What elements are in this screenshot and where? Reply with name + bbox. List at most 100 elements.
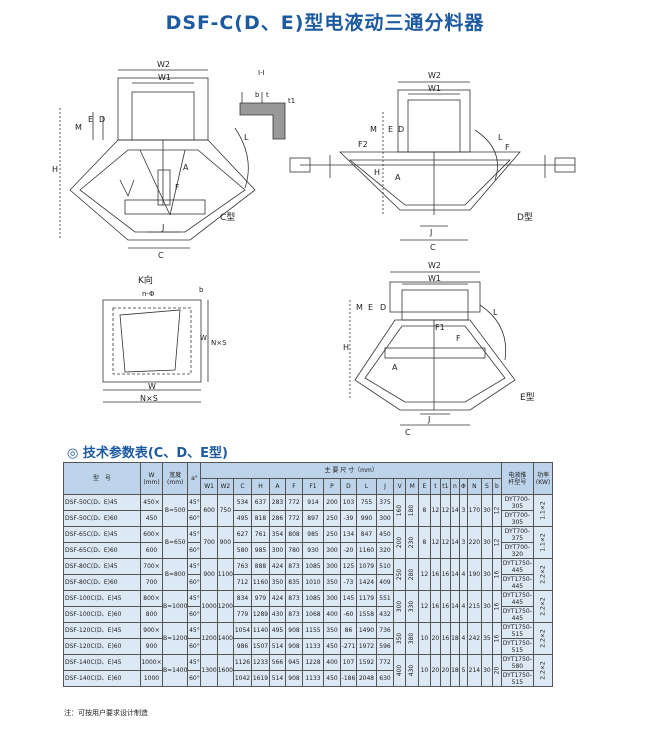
cell-nn: 242	[466, 622, 482, 655]
cell-p: 350	[322, 622, 341, 639]
cell-w: 800×	[140, 590, 163, 607]
cell-h: 1140	[250, 622, 270, 639]
header-col-20: b	[491, 478, 502, 495]
cell-angle: 45°	[187, 526, 202, 543]
cell-b-text: 12	[493, 506, 501, 515]
cell-w1: 1300	[200, 654, 218, 687]
cell-a: 430	[268, 606, 286, 623]
cell-f: 908	[284, 622, 303, 639]
e-dim-m: M	[356, 303, 363, 312]
cell-f: 780	[284, 542, 303, 559]
cell-width: B=1200	[161, 622, 189, 655]
cell-p: 450	[322, 638, 341, 655]
cell-t: 16	[429, 590, 441, 623]
cell-f1: 897	[301, 510, 324, 527]
cell-p: 300	[322, 558, 341, 575]
cell-v-text: 160	[396, 504, 404, 517]
header-w-unit: (mm)	[143, 478, 160, 486]
header-push-l2: 杆型号	[508, 478, 527, 486]
e-type-label: E型	[520, 392, 535, 403]
cell-m: 430	[405, 654, 419, 687]
cell-v-text: 300	[396, 600, 404, 613]
d-dim-w1: W1	[428, 84, 441, 93]
cell-f1: 1133	[301, 670, 324, 687]
cell-s: 30	[480, 494, 493, 527]
cell-n: 18	[449, 654, 460, 687]
cell-f1: 985	[301, 526, 324, 543]
cell-t1: 16	[439, 622, 451, 655]
cell-w1: 600	[200, 494, 218, 527]
cell-m-text: 280	[408, 568, 416, 581]
cell-push: DYT700-305	[500, 494, 534, 511]
header-col-12: M	[405, 478, 419, 495]
header-w-label: W	[148, 471, 155, 479]
dim-b: b	[255, 91, 260, 99]
cell-model: DSF-50C(D、E)60	[63, 510, 141, 527]
cell-t: 12	[429, 494, 441, 527]
cell-d: -60	[339, 606, 357, 623]
header-col-10: J	[375, 478, 394, 495]
cell-push: DYT700-320	[500, 542, 534, 559]
c-type-label: C型	[220, 212, 235, 223]
cell-v: 400	[392, 654, 407, 687]
cell-phi: 4	[458, 558, 468, 591]
cell-model: DSF-100C(D、E)60	[63, 606, 141, 623]
cell-b-text: 16	[493, 570, 501, 579]
cell-width: B=1000	[161, 590, 189, 623]
k-dim-w: W	[148, 382, 156, 391]
cell-j: 300	[375, 510, 394, 527]
k-dim-b: b	[199, 286, 204, 294]
cell-t: 16	[429, 558, 441, 591]
technical-drawings: W2 W1 M E D H C J A F L C型 I-I b t t1	[52, 60, 576, 437]
cell-model: DSF-120C(D、E)60	[63, 638, 141, 655]
dim-d: D	[99, 115, 105, 124]
cell-w2: 900	[216, 526, 234, 559]
dim-n-phi: n-Φ	[142, 290, 155, 298]
cell-width: B=1400	[161, 654, 189, 687]
cell-v-text: 200	[396, 536, 404, 549]
cell-e: 12	[417, 558, 431, 591]
dim-e: E	[88, 115, 93, 124]
header-col-3: H	[250, 478, 270, 495]
header-col-13: E	[417, 478, 431, 495]
cell-n: 14	[449, 590, 460, 623]
cell-e: 10	[417, 622, 431, 655]
header-col-5: F	[284, 478, 303, 495]
cell-p: 300	[322, 542, 341, 559]
cell-model: DSF-65C(D、E)60	[63, 542, 141, 559]
cell-t: 20	[429, 654, 441, 687]
cell-f1: 1133	[301, 638, 324, 655]
cell-l: 1490	[355, 622, 377, 639]
cell-w: 600	[140, 542, 163, 559]
cell-c: 779	[232, 606, 252, 623]
cell-f1: 914	[301, 494, 324, 511]
cell-m: 180	[405, 494, 419, 527]
cell-f1: 1228	[301, 654, 324, 671]
footnote: 注：可按用户要求设计制造	[64, 709, 148, 717]
cell-t: 12	[429, 526, 441, 559]
cell-b: 20	[491, 654, 502, 687]
cell-j: 596	[375, 638, 394, 655]
cell-d: -39	[339, 510, 357, 527]
cell-push: DYT1750-580	[500, 654, 534, 671]
cell-angle: 45°	[187, 622, 202, 639]
dim-t1: t1	[288, 97, 295, 105]
cell-w1: 1200	[200, 622, 218, 655]
header-model: 型 号	[63, 462, 141, 495]
cell-model: DSF-100C(D、E)45	[63, 590, 141, 607]
cell-w: 700	[140, 574, 163, 591]
cell-j: 320	[375, 542, 394, 559]
cell-w: 1000	[140, 670, 163, 687]
cell-width: B=650	[161, 526, 189, 559]
cell-model: DSF-65C(D、E)45	[63, 526, 141, 543]
cell-h: 979	[250, 590, 270, 607]
dim-t: t	[266, 91, 269, 99]
cell-h: 1507	[250, 638, 270, 655]
cell-b: 12	[491, 526, 502, 559]
cell-a: 300	[268, 542, 286, 559]
